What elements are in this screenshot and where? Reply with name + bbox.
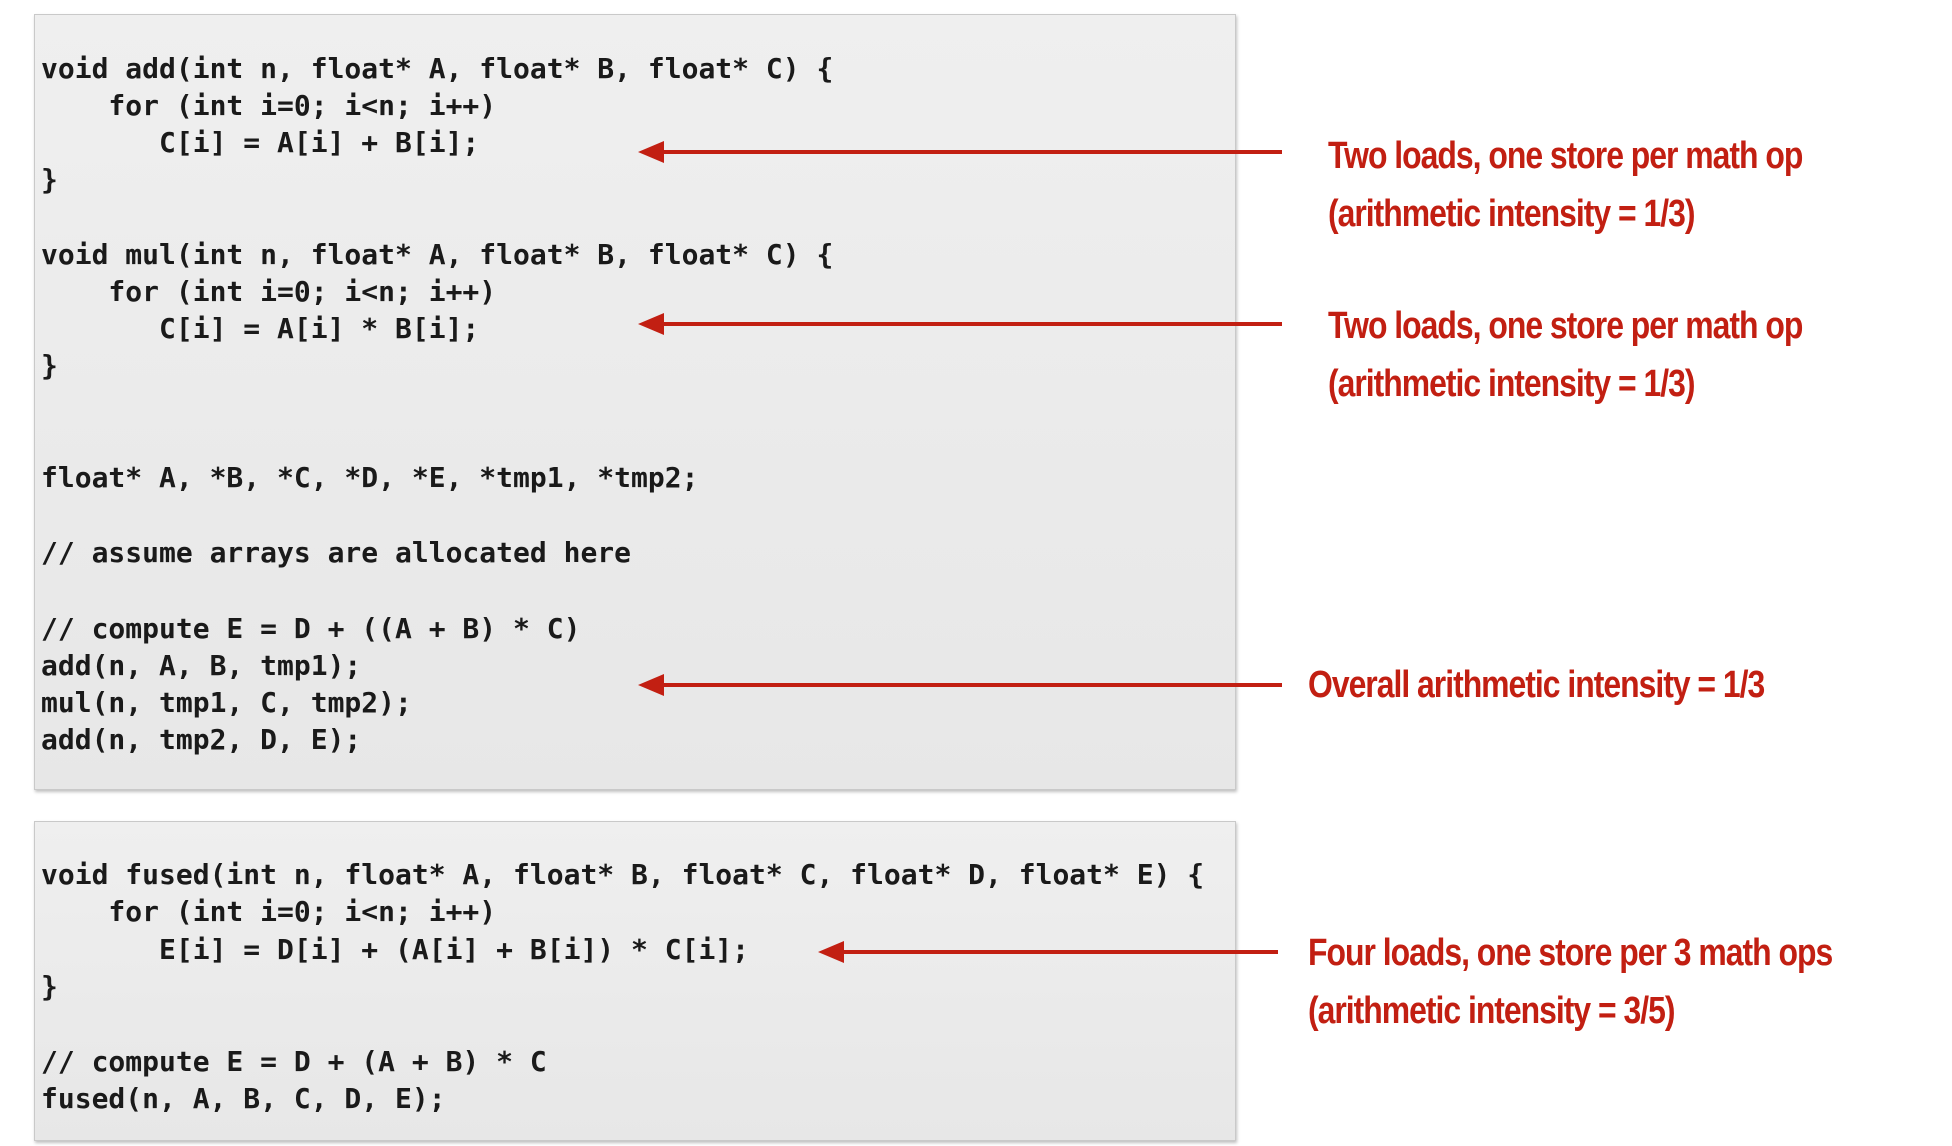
code-block-unfused: void add(int n, float* A, float* B, floa… (34, 14, 1236, 790)
mul-annotation: Two loads, one store per math op (arithm… (1328, 297, 1803, 413)
add-arrowhead (638, 141, 664, 163)
code-line: void add(int n, float* A, float* B, floa… (41, 52, 834, 85)
mul-arrowhead (638, 313, 664, 335)
code-line: add(n, A, B, tmp1); (41, 649, 362, 682)
annotation-line: (arithmetic intensity = 1/3) (1328, 193, 1695, 235)
annotation-line: Two loads, one store per math op (1328, 305, 1803, 347)
overall-annotation: Overall arithmetic intensity = 1/3 (1308, 656, 1765, 714)
code-line: E[i] = D[i] + (A[i] + B[i]) * C[i]; (41, 933, 750, 966)
code-comment: // assume arrays are allocated here (41, 536, 632, 569)
code-line: float* A, *B, *C, *D, *E, *tmp1, *tmp2; (41, 461, 699, 494)
code-block-fused: void fused(int n, float* A, float* B, fl… (34, 821, 1236, 1141)
code-line: C[i] = A[i] * B[i]; (41, 312, 480, 345)
code-line: } (41, 970, 58, 1003)
code-comment: // compute E = D + (A + B) * C (41, 1045, 547, 1078)
code-line: void mul(int n, float* A, float* B, floa… (41, 238, 834, 271)
add-annotation: Two loads, one store per math op (arithm… (1328, 127, 1803, 243)
code-line: fused(n, A, B, C, D, E); (41, 1082, 446, 1115)
code-line: for (int i=0; i<n; i++) (41, 89, 497, 122)
annotation-line: Four loads, one store per 3 math ops (1308, 932, 1833, 974)
code-line: for (int i=0; i<n; i++) (41, 275, 497, 308)
code-line: C[i] = A[i] + B[i]; (41, 126, 480, 159)
annotation-line: Two loads, one store per math op (1328, 135, 1803, 177)
annotation-line: Overall arithmetic intensity = 1/3 (1308, 664, 1765, 706)
code-line: add(n, tmp2, D, E); (41, 723, 362, 756)
code-comment: // compute E = D + ((A + B) * C) (41, 612, 581, 645)
code-line: } (41, 349, 58, 382)
code-line: mul(n, tmp1, C, tmp2); (41, 686, 412, 719)
overall-arrowhead (638, 674, 664, 696)
code-line: } (41, 163, 58, 196)
code-line: for (int i=0; i<n; i++) (41, 895, 497, 928)
fused-arrowhead (818, 941, 844, 963)
fused-annotation: Four loads, one store per 3 math ops (ar… (1308, 924, 1833, 1040)
code-line: void fused(int n, float* A, float* B, fl… (41, 858, 1205, 891)
annotation-line: (arithmetic intensity = 1/3) (1328, 363, 1695, 405)
annotation-line: (arithmetic intensity = 3/5) (1308, 990, 1675, 1032)
